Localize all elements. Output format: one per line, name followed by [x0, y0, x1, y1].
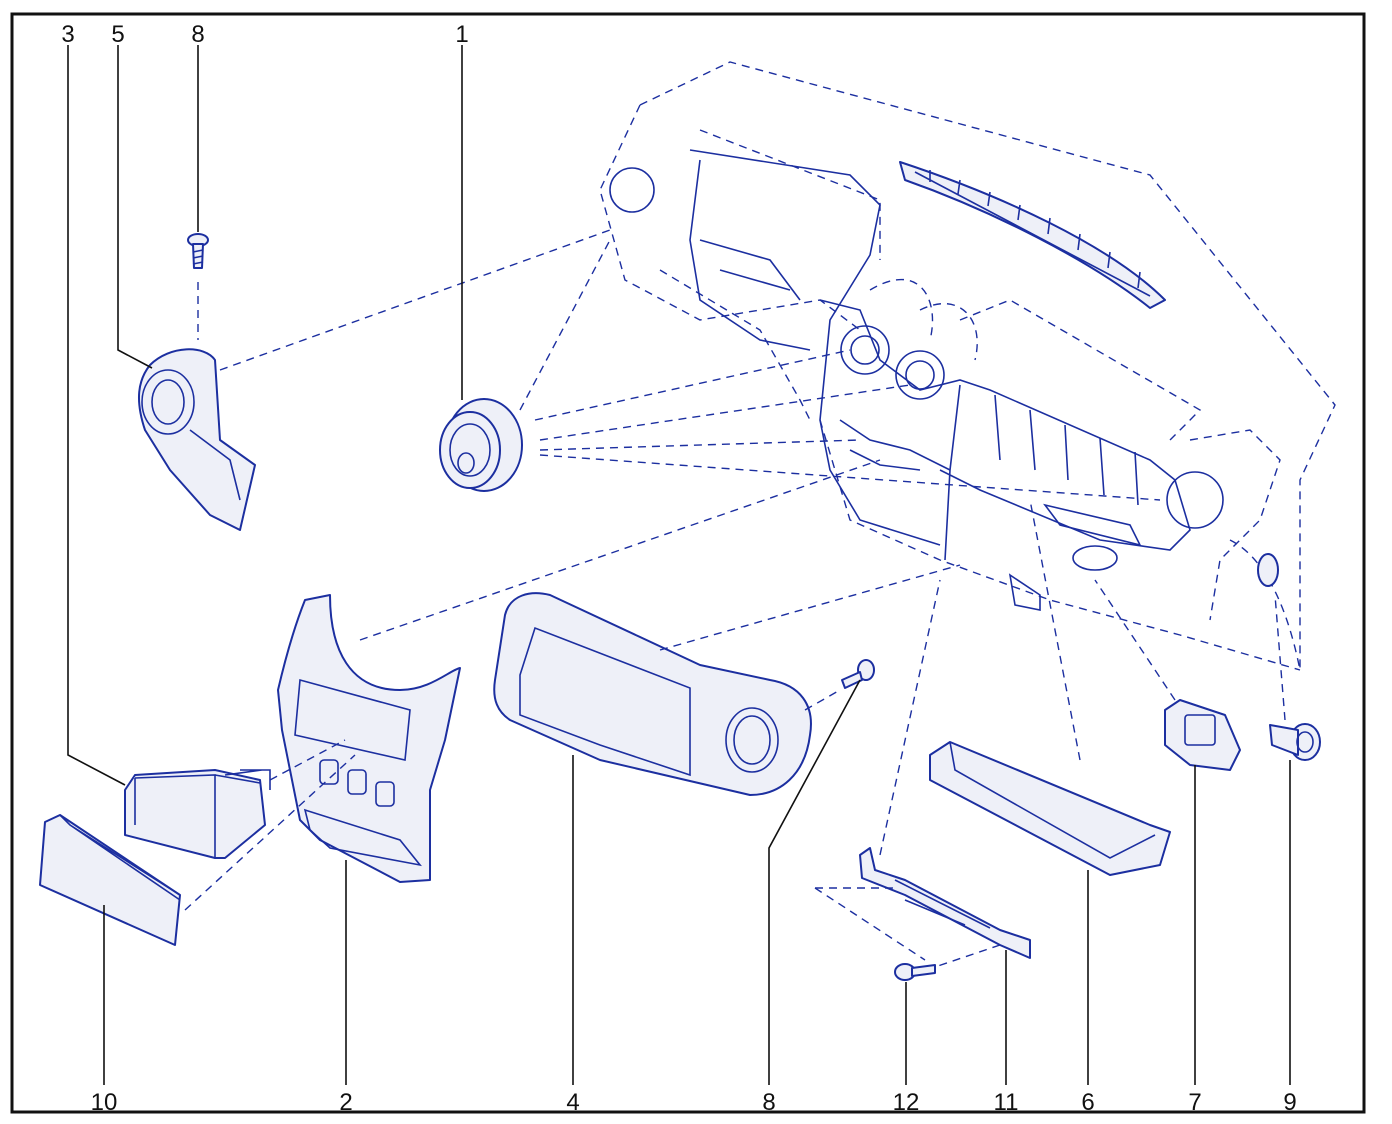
- diagram-frame: [10, 12, 1366, 1114]
- leader-lines: [67, 45, 1291, 1085]
- callout-labels: 3 5 8 1 10 2 4 8 12 11 6 7 9: [61, 21, 1296, 1116]
- part-3-radio-bracket: [124, 769, 271, 859]
- part-10-cover-panel: [39, 814, 181, 946]
- part-5-left-vent-housing: [138, 348, 256, 531]
- callout-8-bottom: 8: [762, 1089, 775, 1116]
- part-12-screw: [894, 963, 936, 981]
- part-7-socket-housing: [1164, 699, 1241, 771]
- callout-10: 10: [91, 1089, 118, 1116]
- callout-6: 6: [1081, 1089, 1094, 1116]
- dashboard-frame-structure: [609, 149, 1279, 611]
- callout-12: 12: [893, 1089, 920, 1116]
- part-2-center-bezel: [277, 594, 461, 883]
- dashboard-vent-grille: [899, 161, 1166, 309]
- callout-2: 2: [339, 1089, 352, 1116]
- part-1-air-vent: [439, 398, 523, 492]
- part-9-connector: [1269, 723, 1321, 761]
- callout-1: 1: [455, 21, 468, 48]
- part-4-surround-panel: [493, 592, 812, 796]
- part-6-storage-tray: [929, 741, 1171, 876]
- callout-9: 9: [1283, 1089, 1296, 1116]
- callout-11: 11: [994, 1089, 1019, 1116]
- callout-4: 4: [566, 1089, 579, 1116]
- callout-5: 5: [111, 21, 124, 48]
- callout-3: 3: [61, 21, 74, 48]
- callout-8-top: 8: [191, 21, 204, 48]
- callout-7: 7: [1188, 1089, 1201, 1116]
- assembly-dashed-lines: [184, 229, 1286, 968]
- part-8-screw-right: [841, 659, 875, 689]
- part-8-screw-top: [187, 233, 209, 269]
- part-11-bracket: [859, 847, 1031, 959]
- dashboard-outline: [599, 61, 1336, 671]
